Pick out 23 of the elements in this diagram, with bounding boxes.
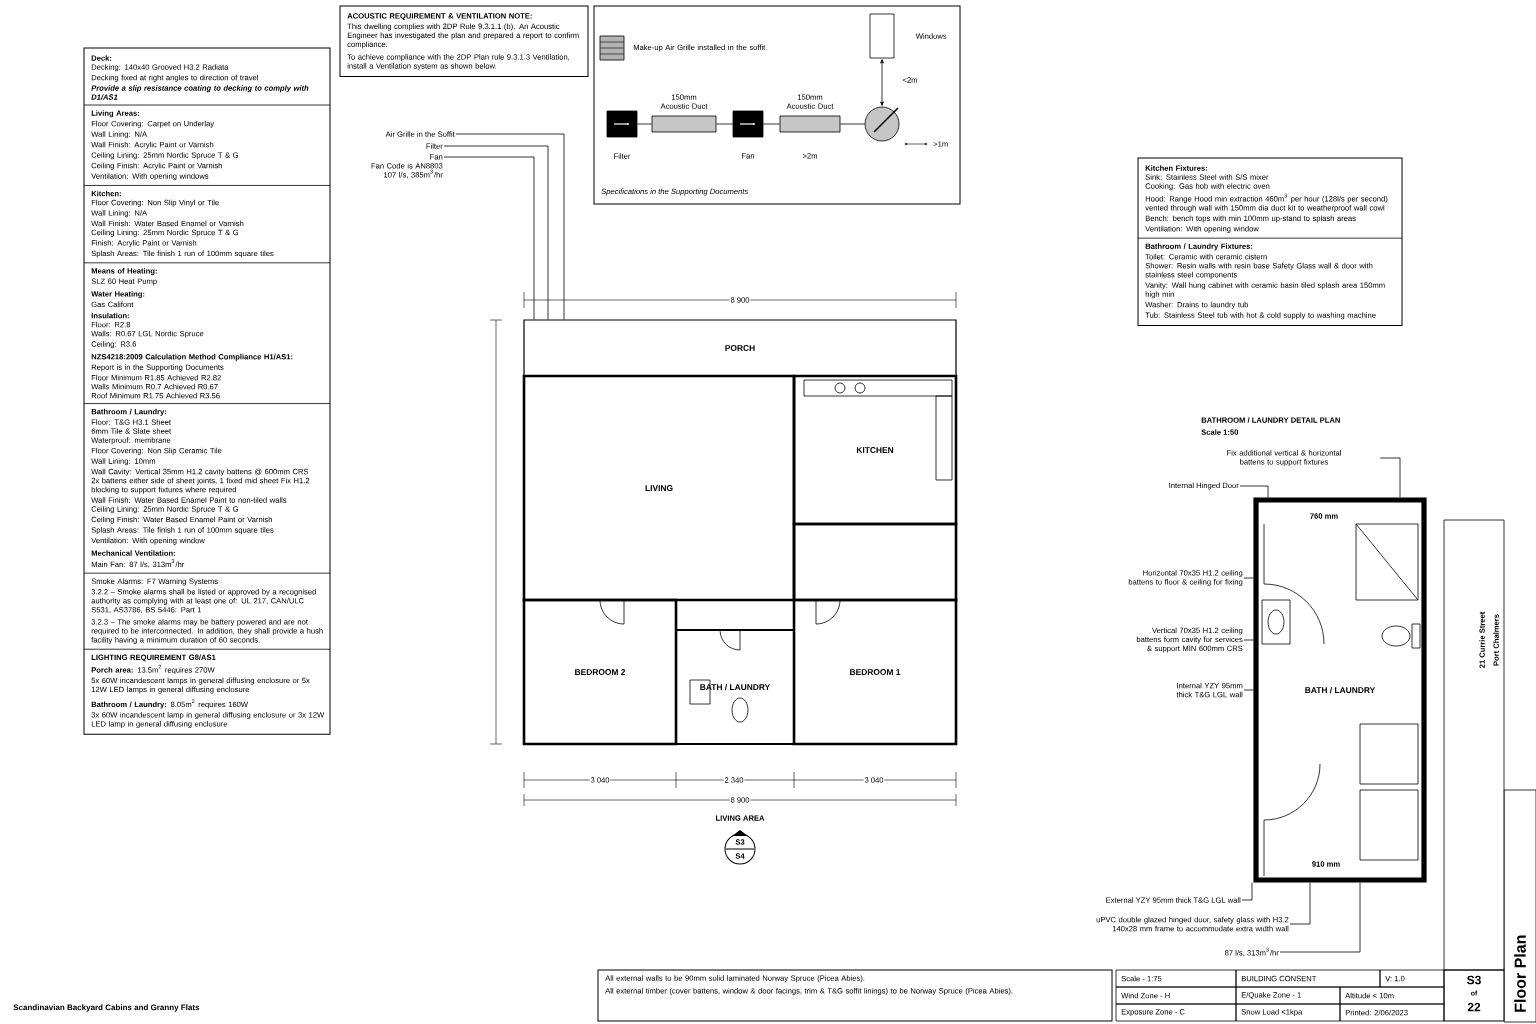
connector-line (763, 123, 780, 125)
outlet-icon (864, 106, 900, 142)
connector-line (637, 123, 652, 125)
leader-line (1279, 882, 1361, 953)
duct-icon (779, 115, 841, 133)
duct-icon (651, 115, 717, 133)
leader-line (1239, 485, 1269, 498)
leader-line (1241, 882, 1253, 901)
leader-line (1379, 457, 1401, 498)
leader-line (1243, 689, 1254, 691)
leader-line (1243, 639, 1254, 641)
window-icon (869, 13, 895, 59)
leader-line (443, 145, 549, 320)
connector-line (716, 123, 733, 125)
filter-icon (606, 110, 638, 138)
leader-line (1243, 577, 1254, 579)
leader-line (443, 156, 535, 320)
arrow (880, 59, 884, 106)
leader-line (455, 133, 565, 320)
page-title: Floor Plan (1514, 935, 1526, 1012)
connector-line (840, 123, 865, 125)
leader-line (1289, 882, 1311, 925)
fan-icon (732, 110, 764, 138)
